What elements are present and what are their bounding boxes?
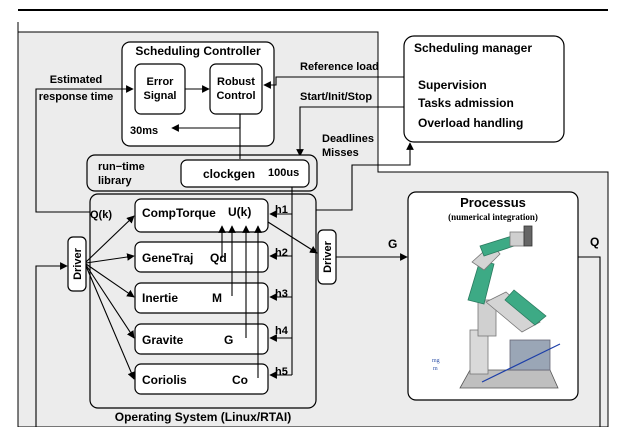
hook-arrows [269, 187, 293, 379]
driver-fanout-arrows [85, 215, 135, 380]
controller-period: 30ms [130, 125, 158, 137]
os-label: Operating System (Linux/RTAI) [115, 410, 291, 424]
task-genetraj-name: GeneTraj [142, 251, 193, 265]
misses-label: Misses [322, 147, 359, 159]
torque-to-driver-arrow [267, 221, 318, 254]
q-input-arrow [35, 262, 68, 427]
clockgen-box [180, 159, 310, 188]
task-comptorque-box [134, 198, 269, 233]
runtime-library-line2: library [98, 175, 133, 187]
task-genetraj-box [134, 241, 269, 273]
estimated-label-line1: Estimated [50, 74, 103, 86]
robot-arm-illustration: mg m [432, 225, 561, 389]
input-qk-label: Q(k) [90, 209, 112, 221]
hook-h3: h3 [275, 288, 288, 300]
error-signal-line2: Signal [143, 90, 176, 102]
error-signal-box [134, 63, 186, 115]
output-q-label: Q [590, 235, 599, 249]
internal-data-arrows [218, 225, 262, 378]
svg-text:m: m [433, 366, 438, 372]
scheduling-manager-title: Scheduling manager [414, 41, 532, 55]
scheduling-controller-title: Scheduling Controller [135, 44, 261, 58]
task-inertie-output: M [212, 291, 222, 305]
svg-text:mg: mg [432, 358, 440, 364]
scheduling-manager-box [403, 35, 565, 143]
processus-title: Processus [460, 195, 526, 210]
robust-control-line2: Control [216, 90, 255, 102]
error-signal-line1: Error [147, 76, 175, 88]
task-comptorque-output: U(k) [228, 205, 251, 219]
task-coriolis-name: Coriolis [142, 373, 187, 387]
estimated-label-line2: response time [39, 91, 114, 103]
hook-h2: h2 [275, 247, 288, 259]
task-genetraj-output: Qd [210, 251, 227, 265]
driver-left-label: Driver [72, 247, 84, 280]
deadlines-label: Deadlines [322, 133, 374, 145]
task-inertie-name: Inertie [142, 291, 178, 305]
reference-load-label: Reference load [300, 61, 379, 73]
start-init-stop-label: Start/Init/Stop [300, 91, 372, 103]
hook-h1: h1 [275, 204, 288, 216]
task-comptorque-name: CompTorque [142, 206, 216, 220]
processus-subtitle: (numerical integration) [448, 212, 538, 222]
robust-control-box [209, 63, 263, 115]
task-gravite-output: G [224, 333, 233, 347]
hook-h5: h5 [275, 366, 288, 378]
output-g-label: G [388, 237, 397, 251]
task-inertie-box [134, 282, 269, 314]
clockgen-label: clockgen [203, 167, 255, 181]
runtime-library-line1: run−time [98, 161, 145, 173]
manager-item-tasks-admission: Tasks admission [418, 96, 514, 110]
hook-h4: h4 [275, 325, 289, 337]
driver-right-label: Driver [322, 240, 334, 273]
task-coriolis-output: Co [232, 373, 248, 387]
task-gravite-name: Gravite [142, 333, 184, 347]
task-coriolis-box [134, 363, 269, 395]
clockgen-period: 100us [268, 167, 299, 179]
task-gravite-box [134, 323, 269, 355]
manager-item-supervision: Supervision [418, 78, 487, 92]
q-feedback-line [578, 256, 601, 427]
robust-control-line1: Robust [217, 76, 255, 88]
manager-item-overload-handling: Overload handling [418, 116, 523, 130]
